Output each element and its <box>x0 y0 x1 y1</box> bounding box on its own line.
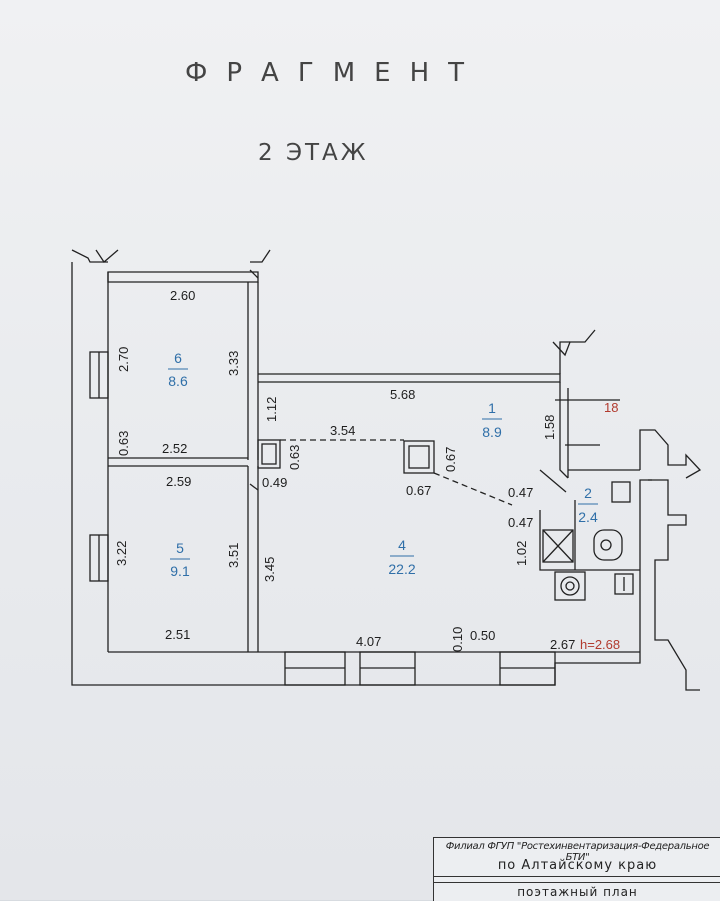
unit-number: 18 <box>604 400 618 415</box>
room-2: 2 2.4 <box>578 485 598 525</box>
column <box>261 443 277 465</box>
dimension-label: 3.54 <box>330 423 355 438</box>
dimension-label: 2.51 <box>165 627 190 642</box>
dimension-label: 0.47 <box>508 485 533 500</box>
dimension-label: 1.02 <box>514 541 529 566</box>
dimension-label: 2.59 <box>166 474 191 489</box>
room-area: 2.4 <box>578 509 598 525</box>
room-6: 6 8.6 <box>168 350 188 389</box>
wall-room6-right <box>247 282 259 460</box>
dimension-label: 0.67 <box>406 483 431 498</box>
dimension-label: 0.67 <box>443 447 458 472</box>
ceiling-height-label: h=2.68 <box>580 637 620 652</box>
wall-break-right <box>552 329 596 357</box>
stamp-region: по Алтайскому краю <box>497 858 658 873</box>
room-area: 9.1 <box>170 563 190 579</box>
stamp-organization: Филиал ФГУП "Ростехинвентаризация-Федера… <box>445 841 710 863</box>
dimension-label: 0.63 <box>116 431 131 456</box>
dimension-label: 0.63 <box>287 445 302 470</box>
dimension-label: 0.10 <box>450 627 465 652</box>
room-number: 2 <box>584 485 592 501</box>
wall-room2 <box>539 388 640 571</box>
dimension-label: 4.07 <box>356 634 381 649</box>
room-1: 1 8.9 <box>482 400 502 440</box>
dimension-label: 3.45 <box>262 557 277 582</box>
dimension-label: 2.52 <box>162 441 187 456</box>
shower-tray <box>542 529 574 563</box>
column <box>257 439 281 469</box>
room-area: 8.6 <box>168 373 188 389</box>
dimension-label: 1.12 <box>264 397 279 422</box>
room-number: 1 <box>488 400 496 416</box>
sink <box>611 481 631 503</box>
outer-wall-left <box>71 262 652 686</box>
stamp-divider <box>434 876 720 877</box>
room-number: 4 <box>398 537 406 553</box>
toilet <box>593 529 623 561</box>
room-4: 4 22.2 <box>388 537 415 577</box>
room-area: 8.9 <box>482 424 502 440</box>
room-area: 22.2 <box>388 561 415 577</box>
wall-corridor-top <box>258 373 561 383</box>
wall-room6-bottom <box>108 457 248 467</box>
sink <box>614 573 634 595</box>
dimension-label: 2.67 <box>550 637 575 652</box>
column <box>408 445 430 469</box>
stamp-document-type: поэтажный план <box>434 882 720 899</box>
room-number: 6 <box>174 350 182 366</box>
wall-break-top <box>250 249 271 263</box>
wall-outer-right <box>639 429 702 479</box>
floor-label: 2 ЭТАЖ <box>258 140 369 166</box>
dimension-label: 2.60 <box>170 288 195 303</box>
dimension-label: 1.58 <box>542 415 557 440</box>
wall-room5-right <box>247 466 259 652</box>
dimension-label: 3.33 <box>226 351 241 376</box>
wall-room1-right <box>559 341 570 479</box>
door-line <box>555 399 620 446</box>
dimension-label: 2.70 <box>116 347 131 372</box>
dimension-label: 0.49 <box>262 475 287 490</box>
outer-wall <box>71 249 119 263</box>
dimension-label: 3.51 <box>226 543 241 568</box>
dimension-label: 0.50 <box>470 628 495 643</box>
wall-right-step <box>648 479 700 691</box>
room-number: 5 <box>176 540 184 556</box>
title-block-stamp: Филиал ФГУП "Ростехинвентаризация-Федера… <box>433 837 720 901</box>
wall-top-room6 <box>107 271 259 283</box>
stove <box>554 571 586 601</box>
room-5: 5 9.1 <box>170 540 190 579</box>
plan-title: ФРАГМЕНТ <box>185 58 483 88</box>
dimension-labels: 2.60 2.70 3.33 0.63 2.52 2.59 3.22 3.51 … <box>114 288 620 652</box>
dimension-label: 5.68 <box>390 387 415 402</box>
dimension-label: 3.22 <box>114 541 129 566</box>
dimension-label: 0.47 <box>508 515 533 530</box>
column <box>403 440 435 474</box>
